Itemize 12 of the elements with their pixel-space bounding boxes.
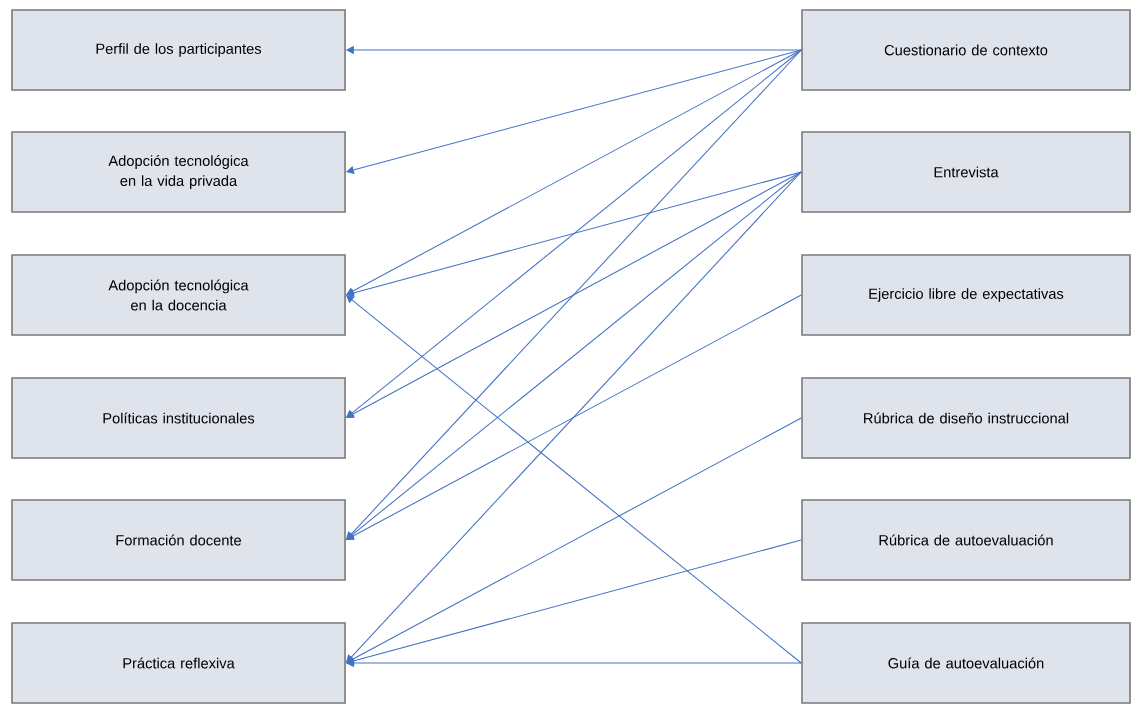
process-box: Cuestionario de contexto: [801, 9, 1131, 91]
process-box: Adopción tecnológica en la vida privada: [11, 131, 346, 213]
process-box: Entrevista: [801, 131, 1131, 213]
process-box: Rúbrica de autoevaluación: [801, 499, 1131, 581]
process-box: Políticas institucionales: [11, 377, 346, 459]
process-box: Práctica reflexiva: [11, 622, 346, 704]
process-box: Guía de autoevaluación: [801, 622, 1131, 704]
process-box: Ejercicio libre de expectativas: [801, 254, 1131, 336]
process-box: Formación docente: [11, 499, 346, 581]
process-box: Adopción tecnológica en la docencia: [11, 254, 346, 336]
process-box: Perfil de los participantes: [11, 9, 346, 91]
process-box: Rúbrica de diseño instruccional: [801, 377, 1131, 459]
